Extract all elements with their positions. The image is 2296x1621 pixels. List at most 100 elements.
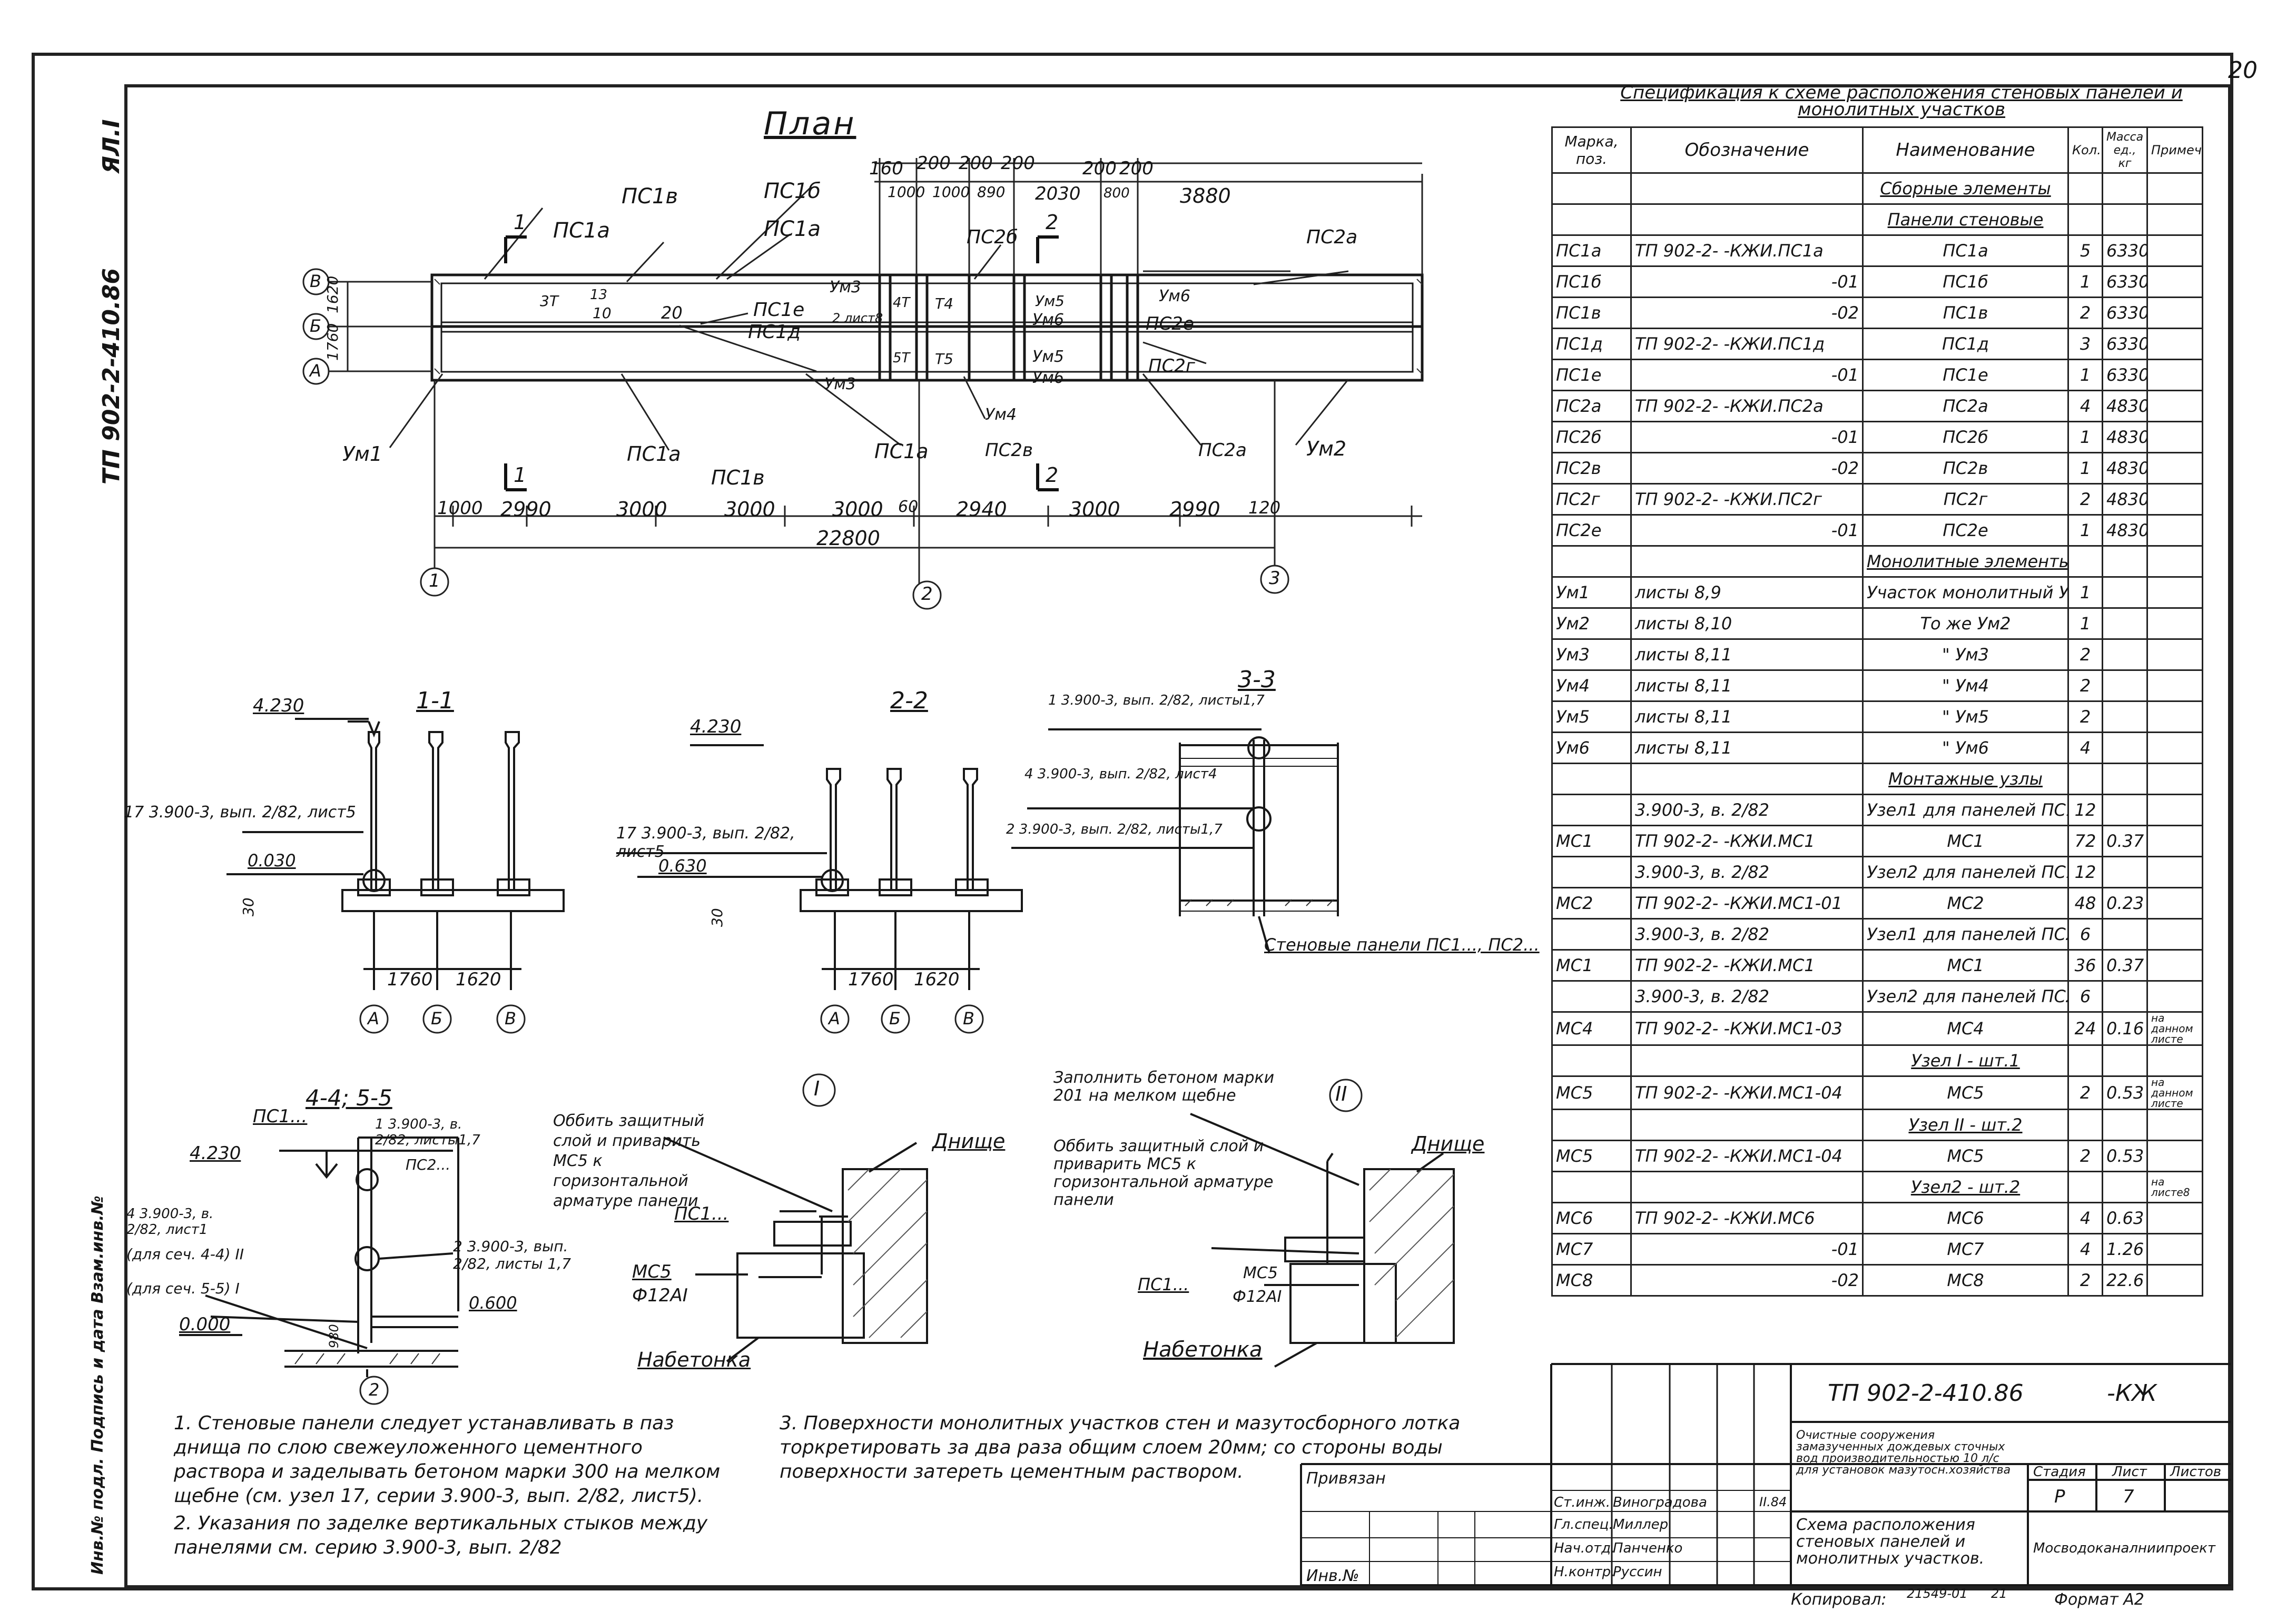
spec-cell (1551, 172, 1632, 205)
section-2-2-title: 2-2 (890, 687, 928, 714)
spec-row: Сборные элементы (1551, 172, 2203, 205)
spec-cell: Ум3 (1551, 638, 1632, 671)
spec-cell: ТП 902-2- -КЖИ.ПС2а (1630, 390, 1864, 422)
spec-cell: 0.63 (2102, 1202, 2148, 1234)
spec-cell (2067, 1044, 2103, 1077)
bottom-dim-4: 3000 (724, 498, 775, 521)
spec-cell (2067, 763, 2103, 795)
bottom-dim-2: 2990 (500, 498, 551, 521)
plan-label: Ум2 (1306, 437, 1346, 460)
spec-cell: ТП 902-2- -КЖИ.МС1-04 (1630, 1140, 1864, 1172)
spec-cell (2146, 390, 2203, 422)
spec-cell: МС5 (1862, 1075, 2069, 1110)
plan-label: 2 лист8 (832, 311, 883, 325)
spec-cell (2146, 918, 2203, 951)
bottom-dim-5: 3000 (832, 498, 883, 521)
spec-cell (1630, 203, 1864, 236)
spec-cell (1551, 763, 1632, 795)
spec-cell: листы 8,11 (1630, 700, 1864, 733)
spec-cell: 0.37 (2102, 949, 2148, 982)
spec-cell: 0.16 (2102, 1011, 2148, 1046)
spec-cell: Монолитные элементы (1862, 545, 2069, 578)
node-2-ms5: МС5 (1243, 1264, 1278, 1282)
spec-col-mark: Марка, поз. (1551, 126, 1632, 174)
s45-980: 980 (327, 1324, 341, 1348)
plan-label: ПС2а (1198, 440, 1247, 461)
top-dim-6: 200 (1119, 158, 1154, 179)
spec-cell (2146, 328, 2203, 360)
spec-col-mass: Масса ед., кг (2102, 126, 2148, 174)
spec-cell: Узел1 для панелей ПС1... (1862, 794, 2069, 826)
spec-cell: ПС2г (1551, 483, 1632, 516)
node-1-bottom: Днище (932, 1130, 1006, 1153)
s11-elev-top: 4.230 (253, 695, 304, 716)
spec-cell: 2 (2067, 638, 2103, 671)
bottom-dim-7: 2940 (956, 498, 1007, 521)
spec-cell: -02 (1630, 1264, 1864, 1297)
spec-cell (2102, 918, 2148, 951)
spec-row: Монтажные узлы (1551, 763, 2203, 795)
s45-ref-5: 2 3.900-3, вып. 2/82, листы 1,7 (453, 1238, 571, 1272)
spec-cell: Участок монолитный Ум1 (1862, 576, 2069, 609)
spec-cell: ТП 902-2- -КЖИ.ПС2г (1630, 483, 1864, 516)
top-dim-11: 800 (1103, 185, 1130, 201)
spec-cell (2102, 607, 2148, 640)
spec-cell: -02 (1630, 452, 1864, 485)
spec-cell: 1.26 (2102, 1233, 2148, 1266)
spec-cell: листы 8,9 (1630, 576, 1864, 609)
node-1-ms5: МС5 (632, 1261, 672, 1282)
spec-col-name: Наименование (1862, 126, 2069, 174)
stamp-drawing: Схема расположения стеновых панелей и мо… (1796, 1516, 1985, 1568)
node-2-note-1: Заполнить бетоном марки 201 на мелком ще… (1053, 1069, 1275, 1105)
s11-ref: 17 3.900-3, вып. 2/82, лист5 (124, 803, 356, 822)
spec-cell: ПС1в (1551, 296, 1632, 329)
spec-cell (2146, 949, 2203, 982)
spec-cell: 4830 (2102, 483, 2148, 516)
col-axis-3: 3 (1269, 568, 1280, 589)
spec-cell: МС2 (1862, 887, 2069, 920)
spec-cell (2102, 638, 2148, 671)
spec-cell (2102, 203, 2148, 236)
stamp-role-3: Нач.отд. (1554, 1540, 1615, 1556)
spec-cell: ПС1а (1551, 234, 1632, 267)
spec-cell: на данном листе (2146, 1011, 2203, 1046)
spec-cell: " Ум3 (1862, 638, 2069, 671)
note-3: 3. Поверхности монолитных участков стен … (780, 1412, 1461, 1482)
spec-cell: ПС1д (1551, 328, 1632, 360)
row-axis-b: Б (310, 316, 321, 336)
spec-cell: ТП 902-2- -КЖИ.МС1 (1630, 825, 1864, 857)
node-1-note: Оббить защитный слой и приварить МС5 к г… (553, 1112, 705, 1210)
s22-elev-top: 4.230 (690, 716, 742, 737)
spec-cell: МС1 (1551, 949, 1632, 982)
stamp-bound: Привязан (1306, 1469, 1386, 1488)
stamp-suffix: -КЖ (2107, 1380, 2157, 1407)
spec-cell: листы 8,11 (1630, 669, 1864, 702)
spec-cell: МС1 (1862, 949, 2069, 982)
s33-ref-2: 4 3.900-3, вып. 2/82, лист4 (1024, 766, 1217, 782)
plan-label: ПС1е (753, 299, 805, 321)
spec-cell: Панели стеновые (1862, 203, 2069, 236)
spec-cell: 2 (2067, 700, 2103, 733)
spec-cell: МС5 (1862, 1140, 2069, 1172)
spec-cell: 1 (2067, 576, 2103, 609)
spec-cell: 4 (2067, 1233, 2103, 1266)
spec-cell: 4830 (2102, 390, 2148, 422)
spec-cell: ПС1б (1551, 265, 1632, 298)
spec-cell (2102, 763, 2148, 795)
spec-cell: 6 (2067, 918, 2103, 951)
stamp-copy-sheet: 21 (1991, 1586, 2007, 1601)
spec-cell: 2 (2067, 669, 2103, 702)
spec-cell (2102, 172, 2148, 205)
spec-cell: на листе8 (2146, 1171, 2203, 1203)
s22-elev-bot: 0.630 (658, 856, 707, 876)
s11-elev-bot: 0.030 (248, 851, 296, 871)
